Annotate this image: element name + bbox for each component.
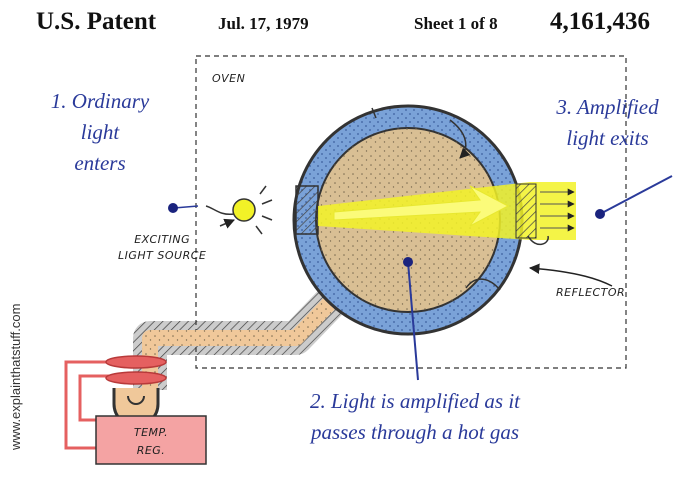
exciting-light-source-icon — [205, 185, 273, 235]
patent-title: U.S. Patent — [36, 8, 157, 35]
pointer-dot-3 — [595, 209, 605, 219]
caption-ordinary-light-enters: 1. Ordinary light enters — [10, 86, 190, 179]
oven-box — [195, 55, 627, 369]
caption-2-line-1: 2. Light is amplified as it — [309, 389, 521, 413]
pointer-dot-1 — [168, 203, 178, 213]
reflector-pointer — [528, 263, 613, 287]
patent-date: Jul. 17, 1979 — [218, 14, 309, 33]
chamber-pointers — [371, 107, 501, 291]
patent-sheet: Sheet 1 of 8 — [414, 14, 498, 33]
temp-regulator-box — [95, 415, 207, 465]
caption-2-line-2: passes through a hot gas — [310, 420, 520, 444]
caption-light-amplified: 2. Light is amplified as it passes throu… — [250, 386, 580, 448]
site-credit: www.explainthatstuff.com — [8, 303, 23, 450]
caption-3-line-2: light exits — [566, 126, 649, 150]
oven-label: OVEN — [212, 72, 246, 85]
caption-1-line-2: light — [80, 120, 120, 144]
patent-number: 4,161,436 — [550, 8, 650, 35]
reflector-label: REFLECTOR — [556, 286, 626, 299]
temp-label-line-2: REG. — [136, 444, 166, 457]
caption-3-line-1: 3. Amplified — [556, 95, 659, 119]
heating-coil — [105, 355, 167, 385]
light-source-label-line-1: EXCITING — [134, 233, 191, 246]
temp-regulator-label: TEMP. REG. — [96, 424, 206, 460]
light-source-label: EXCITING LIGHT SOURCE — [118, 232, 206, 264]
pointer-dot-2 — [403, 257, 413, 267]
caption-pointers — [168, 175, 673, 381]
light-source-label-line-2: LIGHT SOURCE — [118, 249, 207, 262]
caption-amplified-light-exits: 3. Amplified light exits — [520, 92, 695, 154]
temp-label-line-1: TEMP. — [133, 426, 169, 439]
caption-1-line-1: 1. Ordinary — [50, 89, 150, 113]
caption-1-line-3: enters — [74, 151, 126, 175]
light-beam — [318, 182, 576, 246]
